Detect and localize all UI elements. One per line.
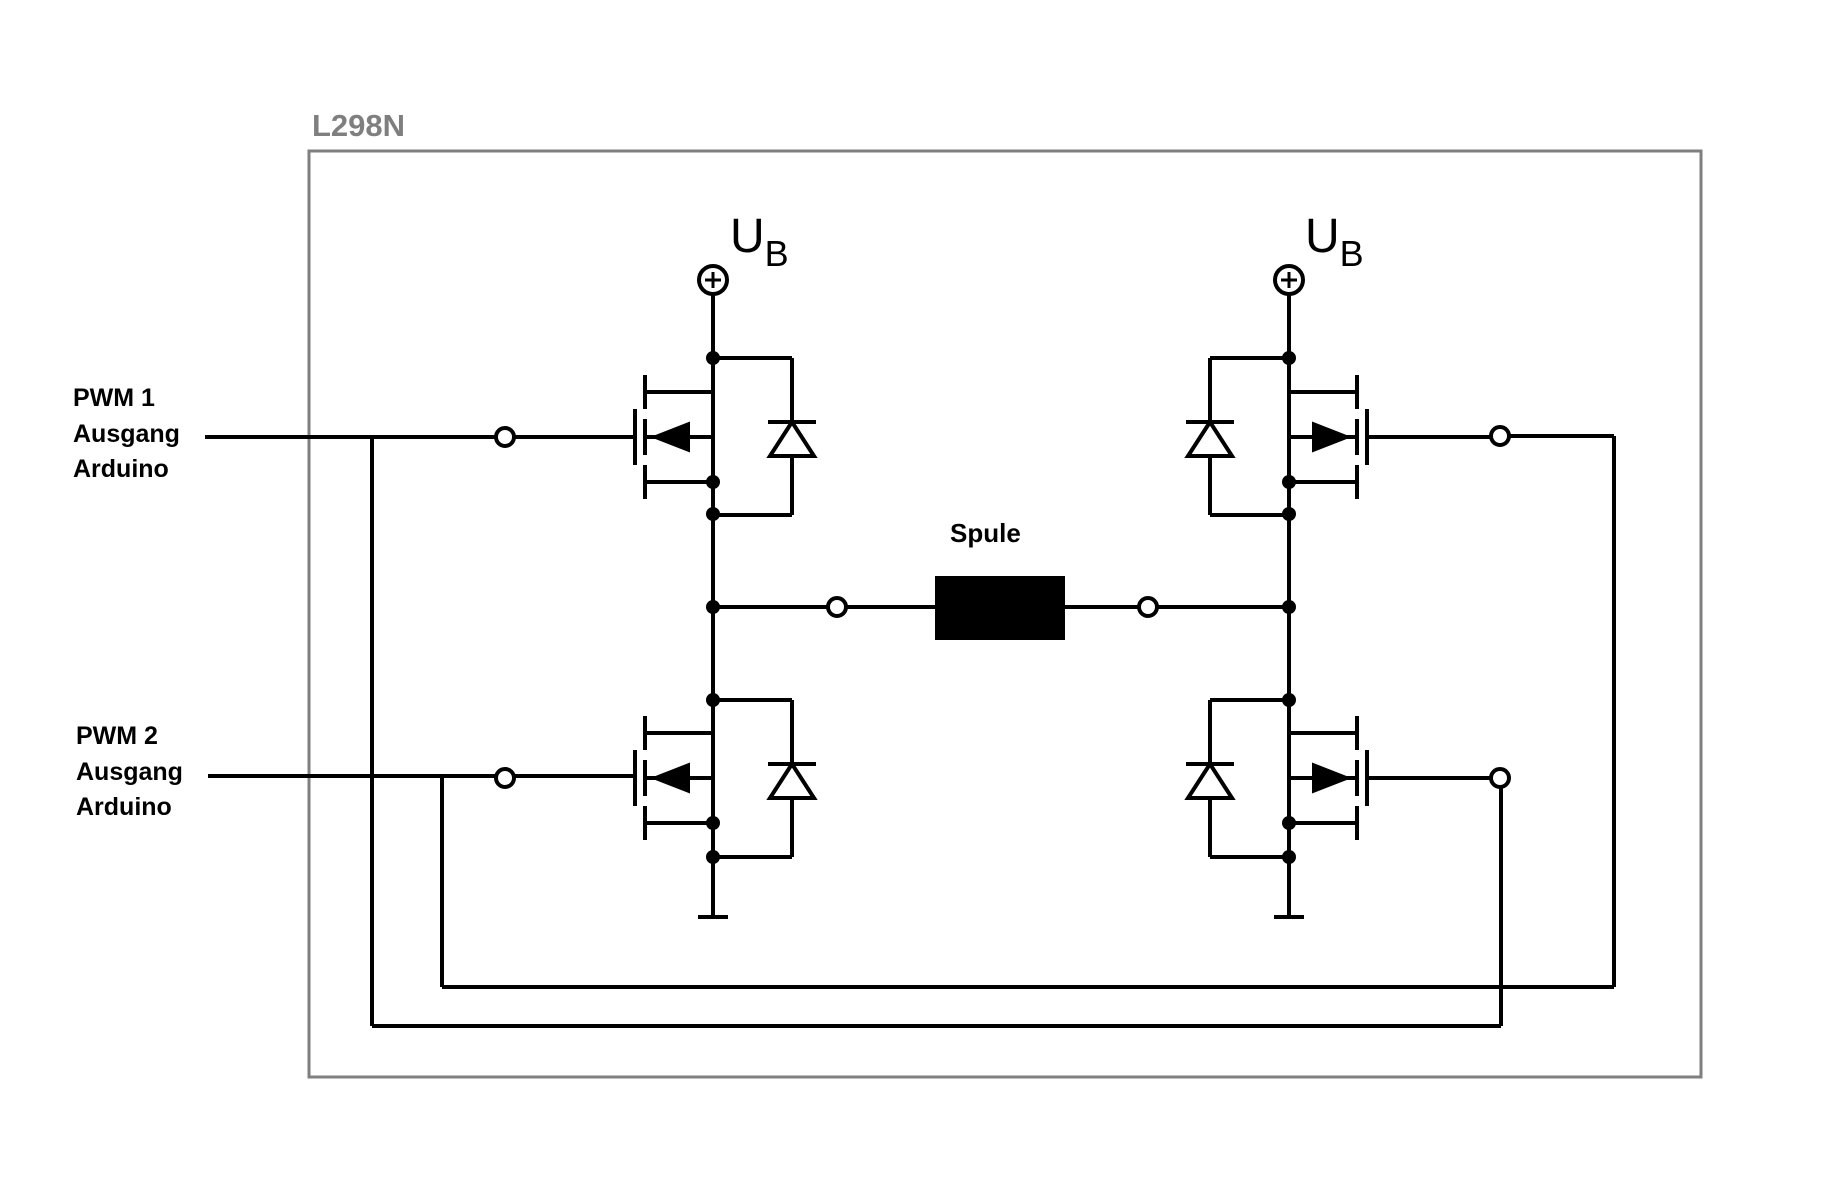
- supply-label-right: UB: [1305, 210, 1364, 274]
- junction-dot: [1282, 850, 1296, 864]
- coil-label: Spule: [950, 518, 1021, 548]
- chip-outline: [307, 149, 1703, 1079]
- terminal-node: [826, 596, 848, 618]
- junction-dot: [1282, 693, 1296, 707]
- supply-label-left: UB: [730, 210, 789, 274]
- pwm1-label-line1: PWM 1: [73, 384, 155, 412]
- terminal-node: [494, 426, 516, 448]
- mosfet-group: [633, 356, 1369, 859]
- mosfet-high-right: [1184, 356, 1369, 517]
- diode-icon: [1184, 418, 1236, 458]
- terminal-node: [494, 767, 516, 789]
- terminal-group: [494, 425, 1511, 789]
- pwm1-label-line3: Arduino: [73, 455, 169, 483]
- mosfet-low-left: [633, 698, 818, 859]
- junction-dot: [706, 850, 720, 864]
- supply-plus-icon: [1273, 264, 1305, 296]
- junction-dot: [706, 475, 720, 489]
- supply-plus-icon: [697, 264, 729, 296]
- junction-dots: [706, 351, 1296, 864]
- junction-dot: [1282, 507, 1296, 521]
- coil: [935, 576, 1065, 640]
- junction-dot: [1282, 475, 1296, 489]
- junction-dot: [706, 816, 720, 830]
- pwm2-label-line2: Ausgang: [76, 758, 183, 786]
- junction-dot: [706, 600, 720, 614]
- diode-icon: [766, 760, 818, 800]
- terminal-node: [1137, 596, 1159, 618]
- terminal-node: [1489, 425, 1511, 447]
- junction-dot: [1282, 351, 1296, 365]
- mosfet-high-left: [633, 356, 818, 517]
- pwm2-label-line3: Arduino: [76, 793, 172, 821]
- pwm1-label-line2: Ausgang: [73, 420, 180, 448]
- junction-dot: [706, 693, 720, 707]
- mosfet-low-right: [1184, 698, 1369, 859]
- junction-dot: [706, 351, 720, 365]
- terminal-node: [1489, 767, 1511, 789]
- diode-icon: [1184, 760, 1236, 800]
- junction-dot: [1282, 600, 1296, 614]
- junction-dot: [1282, 816, 1296, 830]
- pwm2-label-line1: PWM 2: [76, 722, 158, 750]
- wiring: [205, 294, 1616, 1028]
- chip-label: L298N: [312, 108, 405, 143]
- junction-dot: [706, 507, 720, 521]
- diode-icon: [766, 418, 818, 458]
